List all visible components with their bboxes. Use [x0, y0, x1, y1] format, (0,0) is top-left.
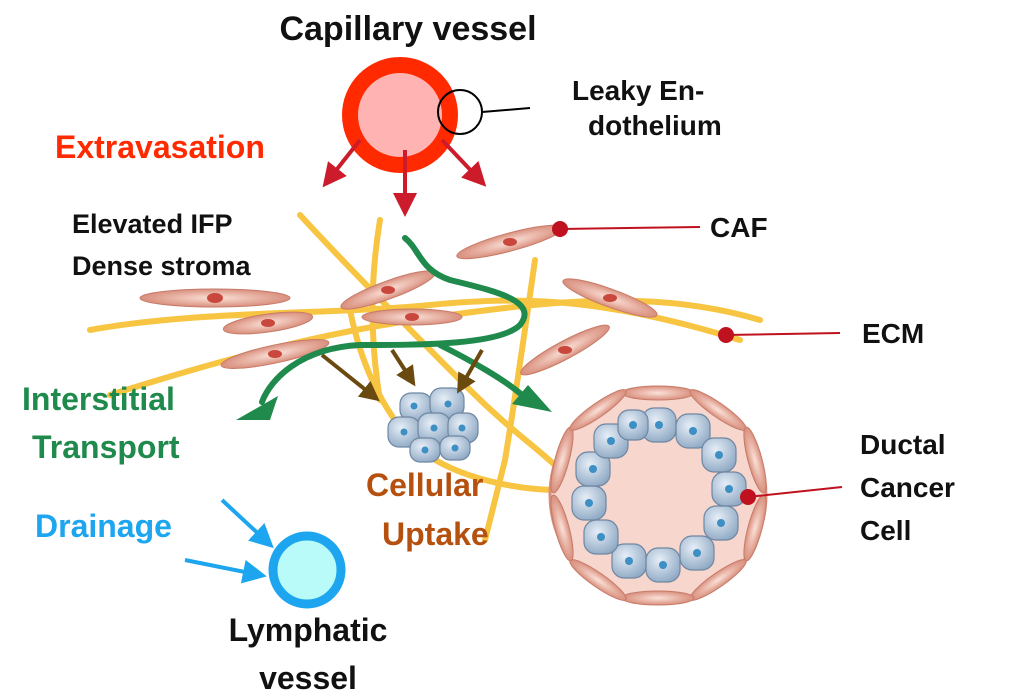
- ductal-cancer-cell-label-line2: Cancer: [860, 472, 955, 503]
- caf-cell: [361, 308, 463, 326]
- ductal-cancer-cell-pointer: [740, 486, 843, 505]
- caf-pointer: [552, 221, 701, 237]
- ecm-label: ECM: [862, 318, 924, 349]
- duct-caf-rim: [550, 385, 767, 606]
- cancer-cell-cluster: [387, 387, 479, 463]
- interstitial-path-main: [259, 235, 528, 405]
- caf-cell: [222, 311, 314, 335]
- uptake-arrow: [320, 353, 380, 402]
- caf-cell: [562, 278, 658, 318]
- caf-cell: [520, 324, 610, 376]
- ductal-structure: [548, 385, 768, 606]
- cellular-uptake-arrows: [320, 348, 484, 402]
- elevated-ifp-label: Elevated IFP: [72, 209, 233, 239]
- interstitial-transport-label-line1: Interstitial: [22, 381, 175, 417]
- drainage-arrows: [184, 498, 274, 584]
- interstitial-arrowhead-left: [236, 396, 278, 420]
- drainage-arrow: [184, 558, 267, 584]
- leaky-endothelium-label-line2: dothelium: [588, 110, 722, 141]
- interstitial-transport-paths: [259, 235, 528, 405]
- capillary-vessel-label: Capillary vessel: [279, 10, 536, 48]
- cellular-uptake-label-line2: Uptake: [382, 516, 489, 552]
- extravasation-arrows: [322, 138, 487, 217]
- caf-cells: [139, 224, 658, 376]
- extravasation-arrow: [322, 138, 362, 188]
- ductal-cancer-cell-label-line1: Ductal: [860, 429, 946, 460]
- duct-nuclei: [585, 421, 733, 569]
- caf-cell: [456, 224, 564, 260]
- interstitial-arrowhead-right: [512, 385, 552, 412]
- capillary-vessel: [342, 57, 531, 173]
- cellular-uptake-label-line1: Cellular: [366, 467, 483, 503]
- lymphatic-vessel-label-line2: vessel: [259, 660, 357, 696]
- lymphatic-vessel-label-line1: Lymphatic: [229, 612, 388, 648]
- caf-cell: [139, 288, 291, 308]
- ecm-pointer: [718, 327, 841, 343]
- labels: Capillary vessel Leaky En- dothelium Ext…: [22, 10, 955, 696]
- uptake-arrow: [390, 348, 416, 387]
- leaky-endothelium-pointer: [481, 107, 531, 113]
- caf-cell: [220, 339, 330, 369]
- dense-stroma-label: Dense stroma: [72, 251, 252, 281]
- interstitial-path-branch: [437, 342, 525, 398]
- ecm-fiber: [369, 217, 383, 403]
- lymphatic-vessel: [268, 531, 346, 609]
- interstitial-transport-label-line2: Transport: [32, 429, 180, 465]
- leaky-endothelium-label-line1: Leaky En-: [572, 75, 704, 106]
- extravasation-label: Extravasation: [55, 129, 265, 165]
- drainage-arrow: [220, 498, 274, 549]
- ductal-cancer-cell-label-line3: Cell: [860, 515, 911, 546]
- extravasation-arrow: [440, 138, 487, 187]
- uptake-arrow: [457, 349, 484, 394]
- drainage-label: Drainage: [35, 508, 172, 544]
- caf-label: CAF: [710, 212, 768, 243]
